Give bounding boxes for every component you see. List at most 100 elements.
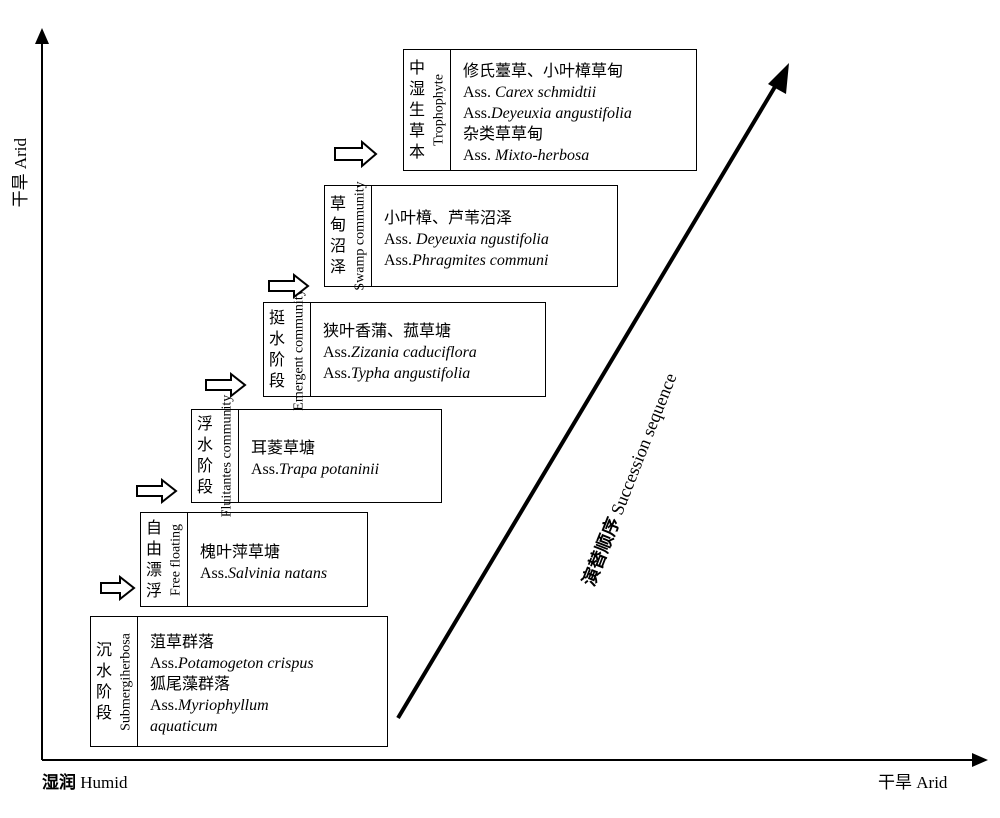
stage-name-zh-char: 草 [329, 196, 346, 213]
stage-name-zh-char: 沼 [329, 238, 346, 255]
x-axis-label-humid-en: Humid [80, 773, 128, 792]
stage-name-zh-char: 段 [95, 704, 112, 722]
stage-name-en-column: Free floating [165, 513, 188, 606]
stage-name-en-column: Trophophyte [428, 50, 451, 170]
association-line: Ass.Zizania caduciflora [323, 344, 477, 361]
association-line: 小叶樟、芦苇沼泽 [384, 209, 513, 227]
transition-arrow-icon [100, 575, 136, 601]
stage-name-zh-char: 自 [145, 519, 162, 537]
stage-name-zh: 沉水阶段 [91, 617, 115, 746]
association-species: aquaticum [150, 718, 218, 735]
stage-name-en-column: Emergent community [288, 289, 311, 410]
stage-name-zh-char: 水 [268, 330, 285, 348]
stage-name-en: Emergent community [291, 288, 307, 411]
association-species: Salvinia natans [228, 564, 328, 582]
transition-arrow-icon [334, 140, 378, 168]
association-line: Ass. Carex schmidtii [463, 83, 597, 101]
succession-arrow-line [396, 78, 781, 720]
x-axis-label-humid-zh: 湿润 [42, 773, 76, 792]
association-line: 狭叶香蒲、菰草塘 [323, 323, 452, 340]
association-species: Deyeuxia angustifolia [491, 104, 632, 122]
stage-name-zh-char: 本 [408, 143, 425, 161]
stage-name-zh-char: 段 [196, 479, 213, 496]
y-axis-arrowhead [35, 28, 49, 44]
stage-box-emergent: 挺水阶段 Emergent community 狭叶香蒲、菰草塘 Ass.Zizani… [263, 289, 546, 410]
association-line: 耳菱草塘 [251, 440, 316, 457]
x-axis-arrowhead [972, 753, 988, 767]
association-line: Ass.Salvinia natans [200, 564, 328, 582]
association-species: Trapa potaninii [279, 461, 380, 478]
stage-name-en-column: Swamp community [349, 181, 372, 291]
stage-associations: 菹草群落 Ass.Potamogeton crispus 狐尾藻群落 Ass.Myri… [138, 617, 387, 746]
stage-name-zh-char: 草 [408, 122, 425, 140]
stage-associations: 耳菱草塘 Ass.Trapa potaninii [239, 410, 441, 502]
stage-name-en-column: Fluitantes community [216, 395, 239, 517]
stage-name-zh-char: 水 [95, 662, 112, 680]
association-line: Ass.Phragmites communi [384, 251, 549, 269]
association-line: 狐尾藻群落 [150, 676, 231, 693]
association-line: Ass.Trapa potaninii [251, 461, 380, 478]
x-axis-label-humid: 湿润 Humid [42, 768, 127, 793]
stage-name-zh-char: 由 [145, 540, 162, 558]
association-line: Ass.Potamogeton crispus [150, 655, 314, 672]
stage-name-en: Submergiherbosa [118, 632, 134, 731]
stage-name-zh-char: 泽 [329, 259, 346, 276]
stage-name-zh-char: 段 [268, 372, 285, 390]
association-line: Ass. Deyeuxia ngustifolia [384, 230, 549, 248]
stage-name-zh: 中湿生草本 [404, 50, 428, 170]
association-species: Carex schmidtii [495, 83, 597, 101]
stage-name-zh: 自由漂浮 [141, 513, 165, 606]
stage-name-en: Swamp community [352, 181, 368, 291]
stage-name-zh-char: 阶 [196, 458, 213, 475]
stage-name-zh-char: 浮 [196, 416, 213, 433]
stage-name-en-column: Submergiherbosa [115, 617, 138, 746]
association-line: Ass.Deyeuxia angustifolia [463, 104, 632, 122]
association-line: aquaticum [150, 716, 387, 737]
association-line: Ass. Mixto-herbosa [463, 146, 590, 164]
stage-name-zh-char: 中 [408, 59, 425, 77]
stage-name-en: Free floating [168, 523, 184, 596]
association-species: Mixto-herbosa [495, 146, 590, 164]
association-species: Deyeuxia ngustifolia [416, 230, 549, 248]
stage-name-zh-char: 阶 [268, 351, 285, 369]
association-species: Myriophyllum [178, 697, 269, 714]
stage-associations: 槐叶萍草塘 Ass.Salvinia natans [188, 513, 367, 606]
stage-name-zh-char: 甸 [329, 217, 346, 234]
association-line: 菹草群落 [150, 634, 215, 651]
succession-arrowhead [768, 63, 789, 94]
stage-name-zh-char: 湿 [408, 80, 425, 98]
x-axis-label-arid: 干旱 Arid [878, 773, 948, 792]
stage-name-zh-char: 漂 [145, 561, 162, 579]
transition-arrow-icon [136, 478, 178, 504]
association-species: Zizania caduciflora [351, 344, 477, 361]
y-axis-label-arid: 干旱 Arid [11, 138, 30, 208]
association-species: Phragmites communi [412, 251, 549, 269]
stage-name-zh-char: 生 [408, 101, 425, 119]
association-species: Typha angustifolia [351, 365, 471, 382]
stage-name-zh-char: 阶 [95, 683, 112, 701]
stage-name-zh: 草甸沼泽 [325, 186, 349, 286]
association-line: 修氏薹草、小叶樟草甸 [463, 62, 624, 80]
stage-name-zh-char: 挺 [268, 309, 285, 327]
association-line: 槐叶萍草塘 [200, 543, 281, 561]
association-line: 杂类草草甸 [463, 125, 544, 143]
stage-name-en: Fluitantes community [219, 394, 235, 518]
transition-arrow-icon [205, 372, 247, 398]
stage-name-zh-char: 沉 [95, 641, 112, 659]
stage-name-zh-char: 浮 [145, 582, 162, 600]
stage-name-zh: 浮水阶段 [192, 410, 216, 502]
stage-name-en: Trophophyte [431, 74, 447, 146]
stage-name-zh-char: 水 [196, 437, 213, 454]
association-species: Potamogeton crispus [178, 655, 314, 672]
association-line: Ass.Myriophyllum [150, 697, 269, 714]
association-line: Ass.Typha angustifolia [323, 365, 471, 382]
transition-arrow-icon [268, 273, 310, 299]
